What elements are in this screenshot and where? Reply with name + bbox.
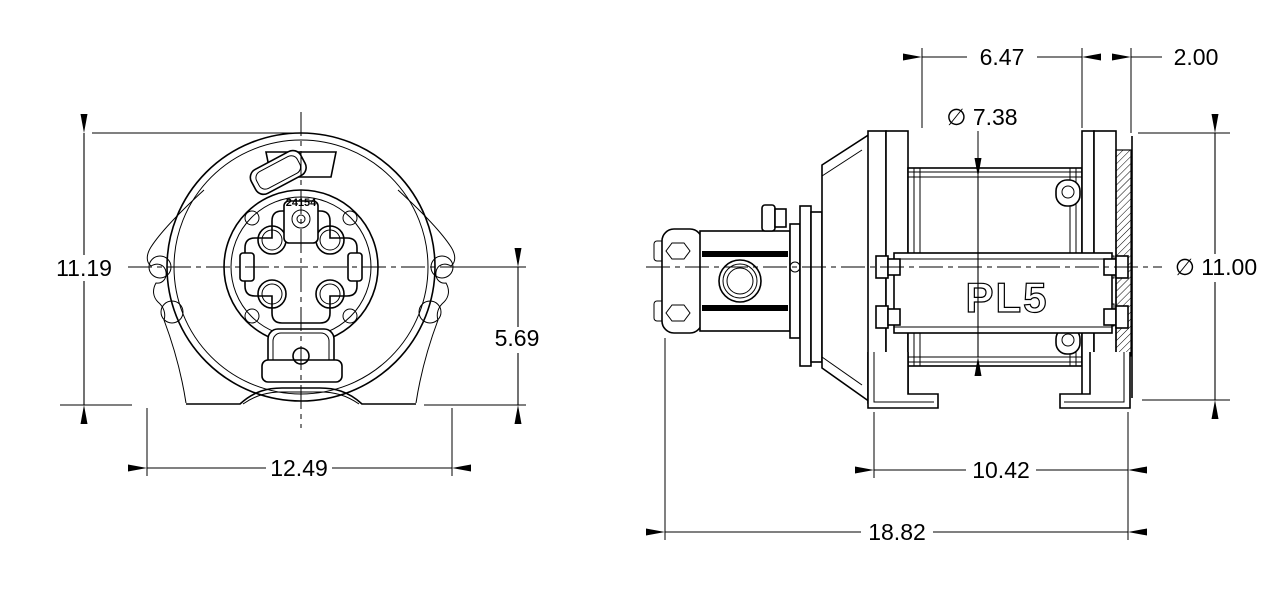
dim-overall-length: 18.82 [646,338,1147,545]
dim-overall-width: 12.49 [128,408,471,481]
dim-text-flange-spacing: 6.47 [980,44,1025,70]
tie-bolt [1115,305,1129,329]
mount-hole [160,300,184,324]
dim-text-overall-height: 11.19 [56,255,112,281]
dim-center-to-base: 5.69 [424,248,546,424]
vent-fitting [761,204,776,232]
dim-text-flange-diameter: ∅ 11.00 [1175,254,1257,280]
dim-text-center-to-base: 5.69 [495,325,540,351]
dim-text-end-width: 2.00 [1174,44,1219,70]
front-view: 24154 11.19 5.69 12.49 [54,112,546,481]
motor-port [718,259,762,303]
dim-text-overall-width: 12.49 [270,455,328,481]
side-view: PL5 6.47 2.00 ∅ 7.38 [646,44,1265,545]
bottom-clamp [261,328,343,383]
gear-housing [821,132,871,404]
motor-bolt-bottom [665,304,691,322]
dim-text-base-length: 10.42 [972,457,1030,483]
dim-flange-spacing: 6.47 [903,44,1101,128]
dim-base-length: 10.42 [855,412,1147,540]
bolt-hole [342,308,358,324]
cable-strap [249,149,307,196]
bolt-hole [244,210,260,226]
mount-hole [418,300,442,324]
dim-barrel-diameter: ∅ 7.38 [946,104,1018,376]
dim-text-barrel-diameter: ∅ 7.38 [946,104,1017,130]
tie-bar: PL5 [875,252,1129,334]
cable-keeper-top [1055,179,1081,207]
dim-flange-diameter: ∅ 11.00 [1138,114,1265,419]
bolt-hole [342,210,358,226]
motor-bolt-top [665,242,691,260]
mounting-foot-right [1059,352,1131,409]
motor-adapter [761,204,823,367]
hydraulic-motor [653,223,801,339]
dim-text-overall-length: 18.82 [868,519,926,545]
tie-bolt [875,305,889,329]
dim-end-width: 2.00 [1112,44,1219,133]
dim-overall-height: 11.19 [54,114,296,424]
bolt-hole [244,308,260,324]
mounting-bracket [146,189,456,405]
mounting-foot-left [867,352,939,409]
